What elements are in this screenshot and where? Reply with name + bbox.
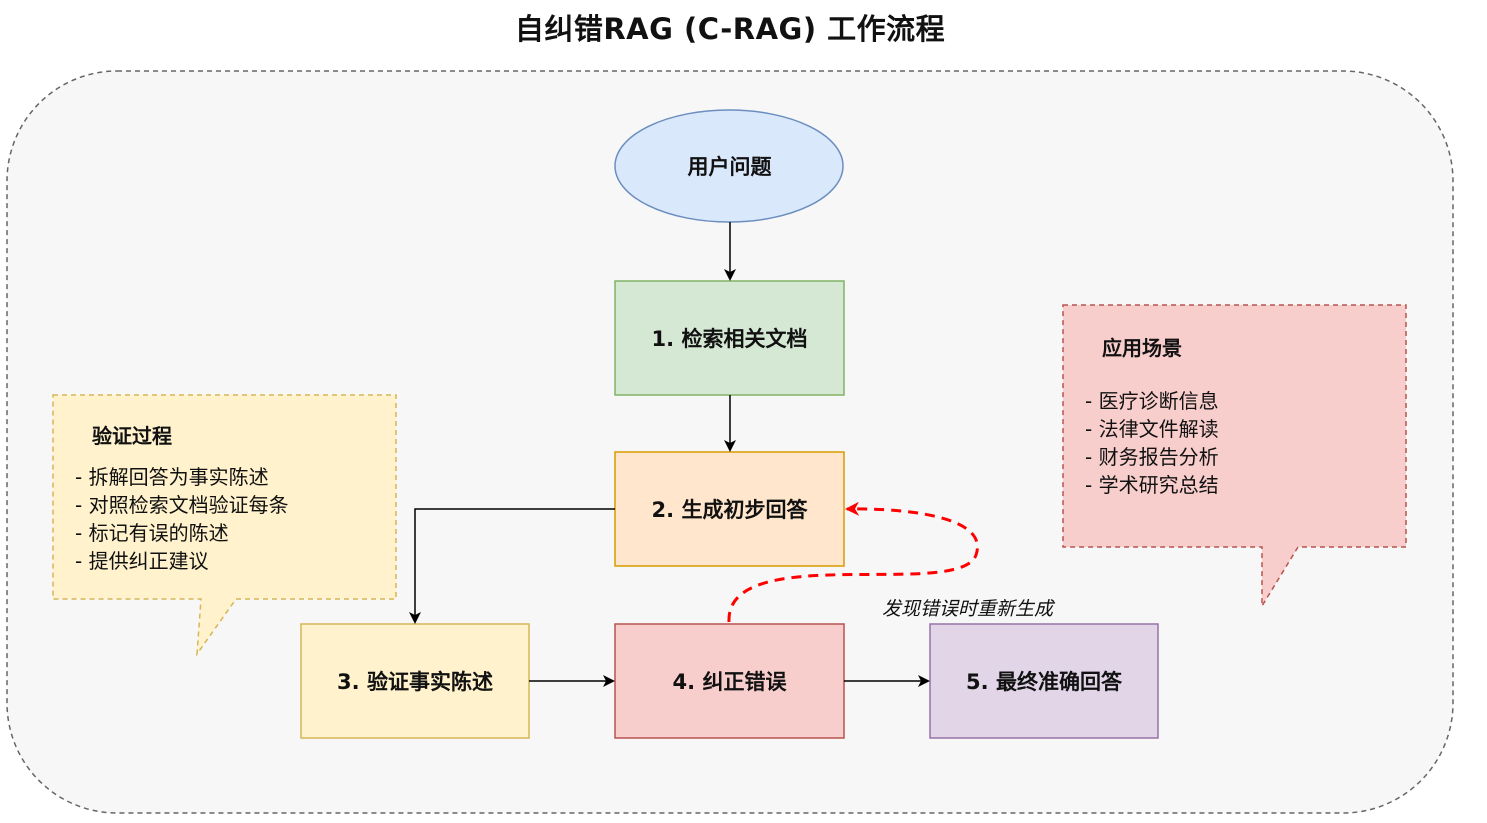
generate-label: 2. 生成初步回答 (651, 498, 808, 522)
regenerate-loop-arrow (727, 501, 979, 623)
verification-item: - 对照检索文档验证每条 (75, 493, 289, 517)
application-item: - 医疗诊断信息 (1085, 389, 1219, 413)
verify-node: 3. 验证事实陈述 (301, 624, 529, 738)
arrow-generate-to-verify (409, 508, 615, 624)
application-item: - 法律文件解读 (1085, 417, 1219, 441)
diagram-title: 自纠错RAG (C-RAG) 工作流程 (514, 12, 946, 46)
verification-callout-title: 验证过程 (92, 424, 172, 448)
correct-node-shape (614, 623, 845, 739)
verification-callout-list: - 拆解回答为事实陈述 - 对照检索文档验证每条 - 标记有误的陈述 - 提供纠… (75, 463, 289, 575)
applications-callout-list: - 医疗诊断信息 - 法律文件解读 - 财务报告分析 - 学术研究总结 (1085, 387, 1219, 499)
applications-callout-shape (1062, 304, 1407, 609)
user-question-label: 用户问题 (687, 155, 772, 179)
verification-item: - 拆解回答为事实陈述 (75, 465, 269, 489)
final-node-shape (929, 623, 1159, 739)
application-item: - 财务报告分析 (1085, 445, 1219, 469)
verification-item: - 标记有误的陈述 (75, 521, 229, 545)
verify-label: 3. 验证事实陈述 (337, 670, 493, 694)
retrieve-node-shape (614, 280, 845, 396)
user-question-node-shape (614, 109, 844, 223)
verification-item: - 提供纠正建议 (75, 549, 209, 573)
retrieve-label: 1. 检索相关文档 (651, 327, 808, 351)
verify-node-shape (300, 623, 530, 739)
correct-node: 4. 纠正错误 (615, 624, 844, 738)
final-label: 5. 最终准确回答 (966, 670, 1122, 694)
correct-label: 4. 纠正错误 (672, 670, 787, 694)
applications-callout-title: 应用场景 (1102, 336, 1182, 360)
retrieve-node: 1. 检索相关文档 (615, 281, 844, 395)
final-node: 5. 最终准确回答 (930, 624, 1158, 738)
regenerate-loop-label: 发现错误时重新生成 (882, 598, 1054, 620)
application-item: - 学术研究总结 (1085, 473, 1219, 497)
verification-callout-shape (52, 394, 397, 657)
generate-node-shape (614, 451, 845, 567)
generate-node: 2. 生成初步回答 (615, 452, 844, 566)
user-question-node: 用户问题 (615, 110, 844, 222)
